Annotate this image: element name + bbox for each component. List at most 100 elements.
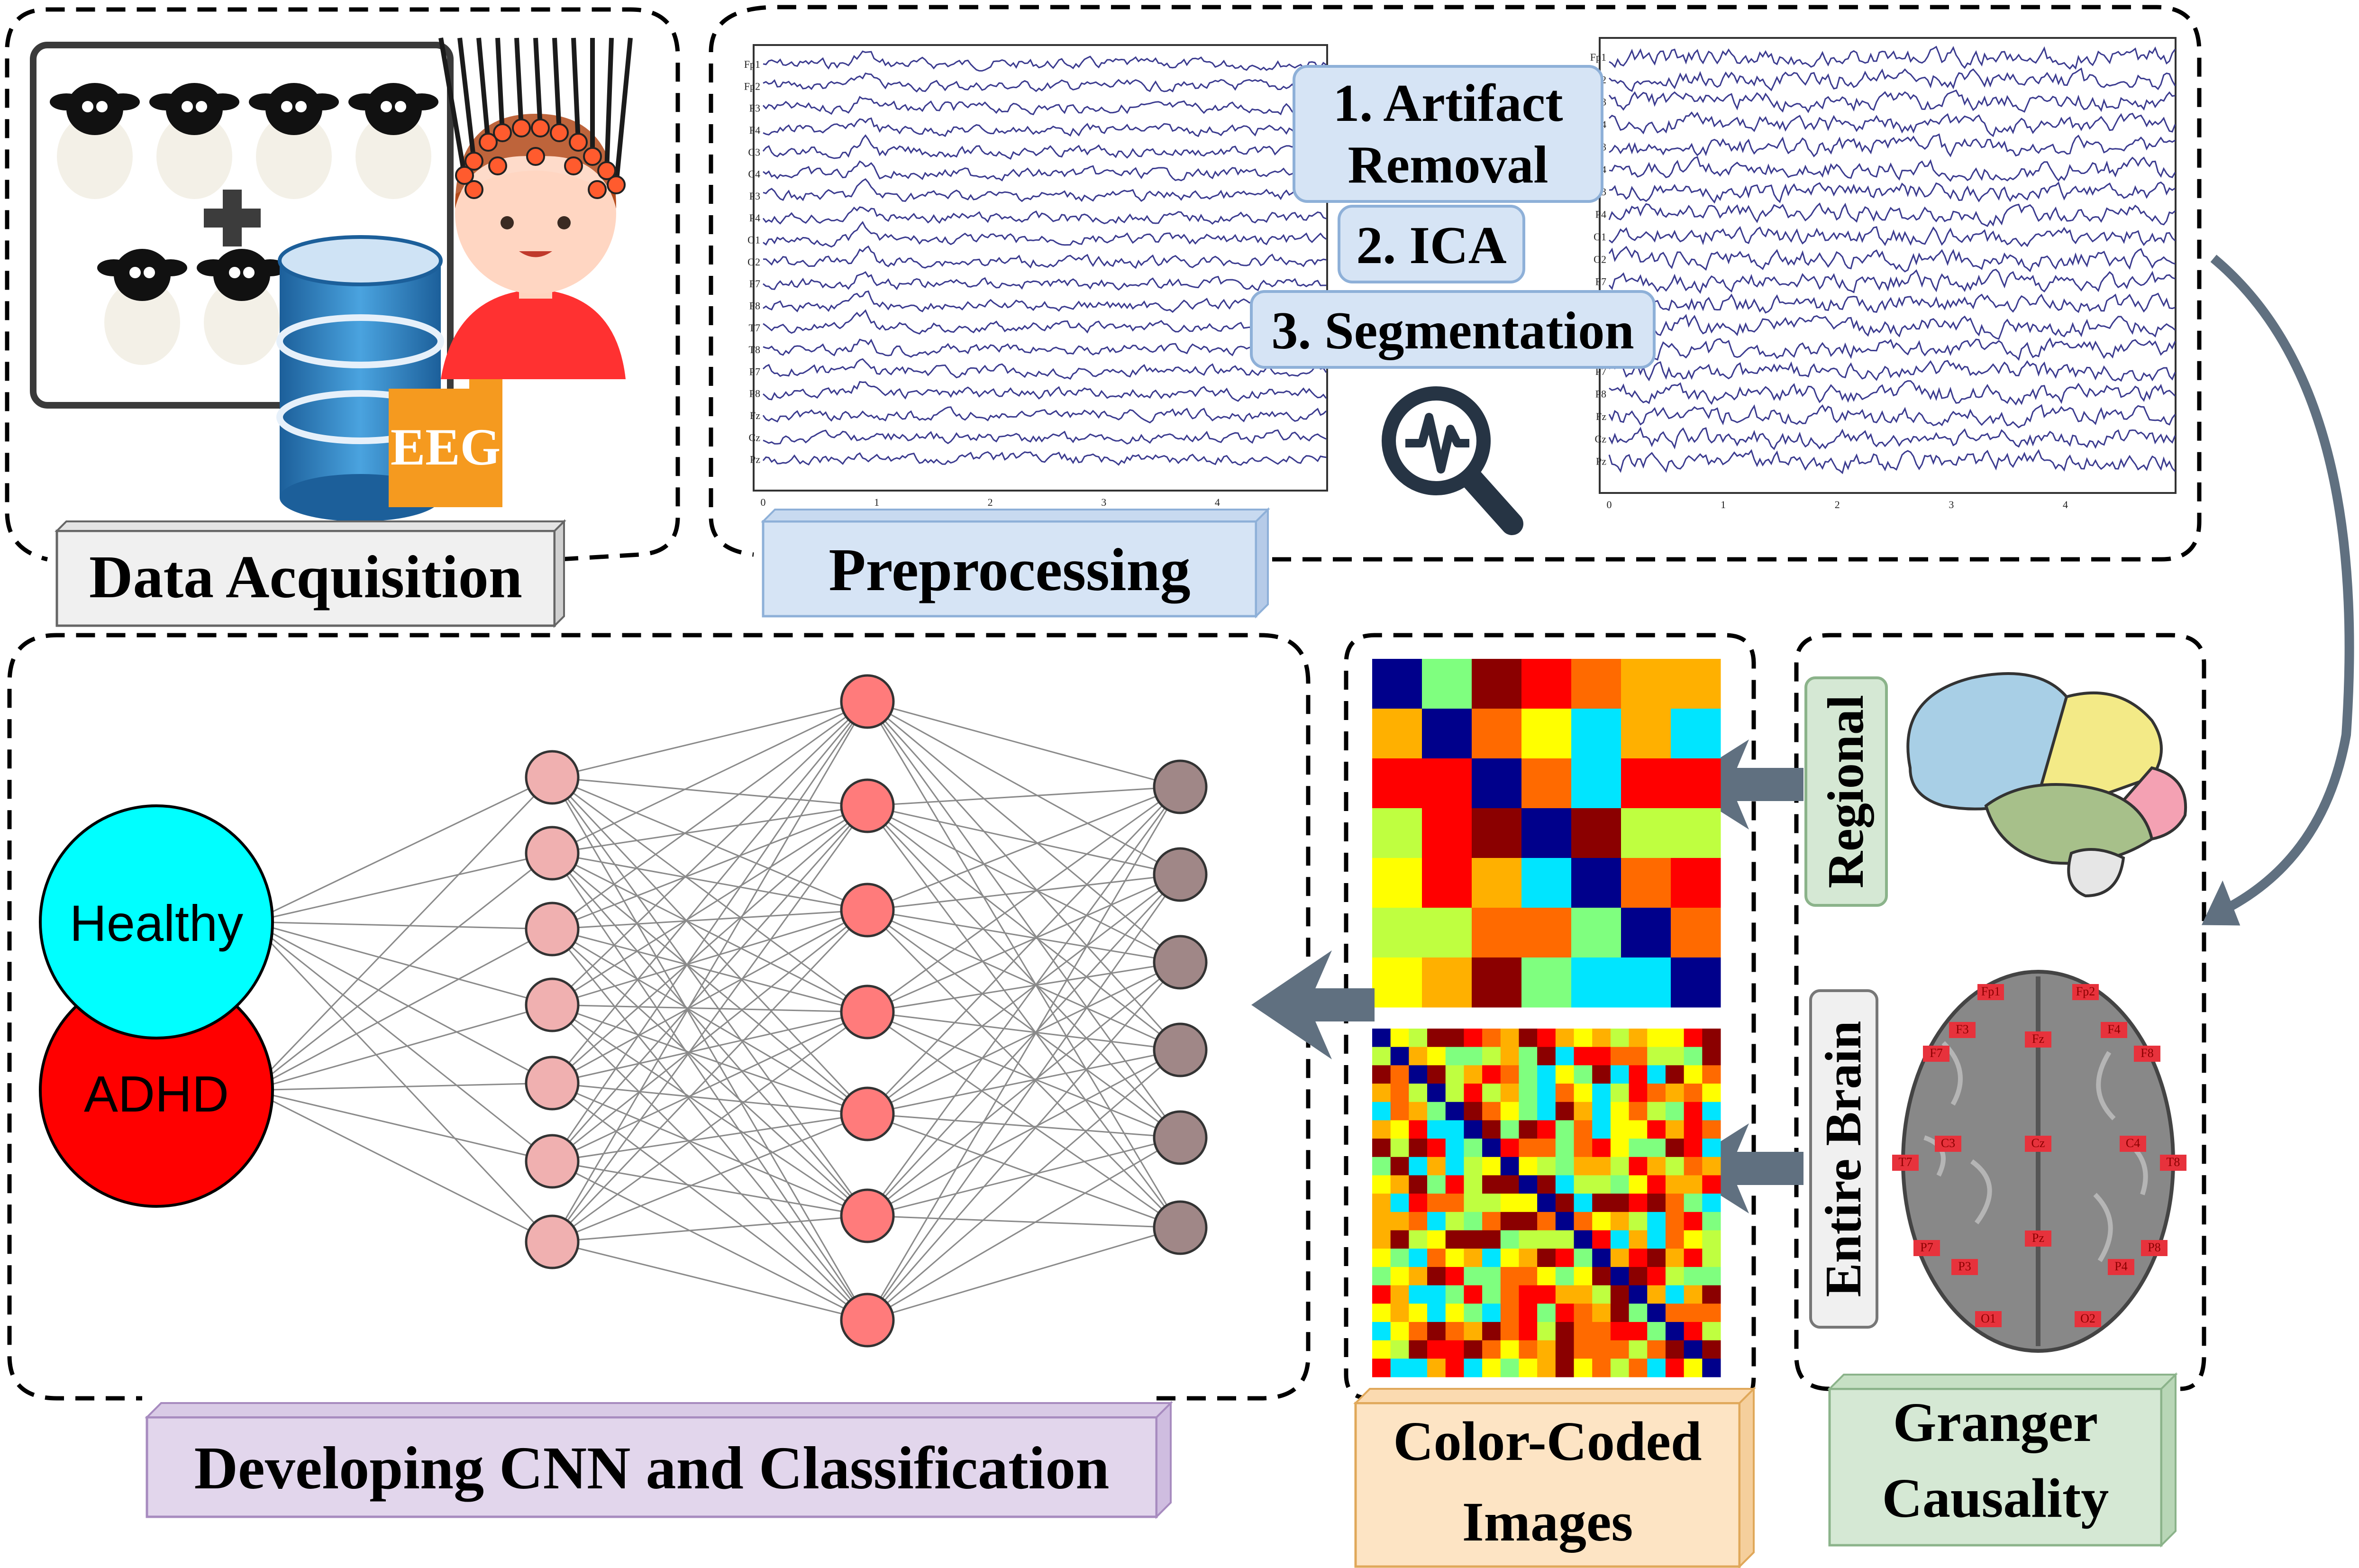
eeg-channel-label: T7 [749, 322, 760, 334]
eeg-clean-traces [1608, 46, 2176, 474]
matrix-cell [1390, 1175, 1409, 1194]
matrix-cell [1555, 1157, 1575, 1176]
healthy-label: Healthy [70, 894, 243, 952]
matrix-cell [1574, 1304, 1593, 1322]
network-edge [251, 1082, 553, 1091]
matrix-cell [1702, 1084, 1721, 1103]
matrix-cell [1464, 1120, 1483, 1139]
matrix-cell [1422, 957, 1472, 1008]
eeg-channel-label: Cz [749, 431, 761, 443]
network-edge [866, 962, 1181, 1321]
electrode-marker [1923, 1046, 1949, 1062]
eeg-trace [1609, 156, 2176, 182]
matrix-cell [1422, 858, 1472, 908]
matrix-cell [1464, 1175, 1483, 1194]
matrix-cell [1665, 1267, 1685, 1286]
eeg-channel-label: P4 [749, 212, 760, 224]
network-edge [551, 701, 868, 1084]
matrix-cell [1409, 1285, 1428, 1304]
eeg-trace [763, 160, 1327, 182]
matrix-cell [1574, 1065, 1593, 1084]
electrode-marker [1935, 1136, 1961, 1152]
eeg-x-tick: 3 [1101, 496, 1106, 508]
network-edge [867, 805, 1181, 875]
electrode-marker [2120, 1136, 2146, 1152]
matrix-cell [1702, 1212, 1721, 1231]
matrix-cell [1409, 1029, 1428, 1048]
network-edge [552, 1011, 868, 1243]
data-acquisition-panel: EEG [30, 37, 633, 628]
eeg-trace [1608, 449, 2176, 474]
network-edge [866, 909, 1181, 1229]
matrix-cell [1592, 1212, 1611, 1231]
matrix-cell [1574, 1029, 1593, 1048]
matrix-cell [1464, 1340, 1483, 1359]
matrix-cell [1629, 1175, 1648, 1194]
matrix-cell [1555, 1084, 1575, 1103]
matrix-cell [1482, 1322, 1501, 1341]
network-edge [867, 1137, 1181, 1217]
adhd-label: ADHD [84, 1065, 229, 1122]
matrix-cell [1390, 1267, 1409, 1286]
matrix-cell [1684, 1157, 1703, 1176]
electrode-marker [2108, 1259, 2134, 1275]
matrix-cell [1555, 1047, 1575, 1066]
matrix-cell [1390, 1065, 1409, 1084]
matrix-cell [1629, 1194, 1648, 1212]
matrix-cell [1519, 1139, 1538, 1158]
matrix-cell [1519, 1212, 1538, 1231]
matrix-cell [1574, 1340, 1593, 1359]
network-edge [867, 909, 1181, 963]
data-acquisition-label-text: Data Acquisition [89, 543, 522, 611]
matrix-cell [1464, 1102, 1483, 1121]
matrix-cell [1521, 808, 1572, 858]
matrix-cell [1472, 709, 1522, 759]
eeg-trace [1608, 89, 2176, 113]
matrix-cell [1537, 1102, 1556, 1121]
matrix-cell [1537, 1340, 1556, 1359]
matrix-cell [1571, 908, 1621, 958]
eeg-trace [1609, 46, 2176, 70]
network-edge [867, 874, 1181, 1115]
matrix-cell [1537, 1065, 1556, 1084]
signal-search-icon [1382, 386, 1523, 535]
matrix-cell [1702, 1047, 1721, 1066]
matrix-cell [1647, 1157, 1666, 1176]
eeg-x-tick: 1 [1721, 499, 1726, 511]
matrix-cell [1665, 1120, 1685, 1139]
matrix-cell [1665, 1212, 1685, 1231]
network-edge [552, 909, 868, 930]
matrix-cell [1647, 1084, 1666, 1103]
matrix-cell [1702, 1249, 1721, 1267]
matrix-cell [1610, 1157, 1630, 1176]
network-edge [552, 701, 868, 778]
matrix-cell [1482, 1084, 1501, 1103]
matrix-cell [1647, 1065, 1666, 1084]
electrode-label: C4 [2126, 1136, 2140, 1150]
matrix-cell [1647, 1120, 1666, 1139]
network-edge [251, 921, 553, 1006]
matrix-cell [1610, 1029, 1630, 1048]
network-edge [866, 805, 1181, 1228]
matrix-cell [1482, 1102, 1501, 1121]
network-edge [867, 786, 1181, 807]
matrix-cell [1464, 1358, 1483, 1377]
network-edge [867, 786, 1181, 1013]
matrix-cell [1445, 1230, 1464, 1249]
matrix-cell [1372, 1285, 1391, 1304]
matrix-cell [1372, 858, 1422, 908]
cap-electrodes [455, 119, 626, 199]
healthy-circle [39, 804, 274, 1039]
eeg-trace [762, 134, 1327, 160]
matrix-cell [1537, 1249, 1556, 1267]
matrix-cell [1372, 1230, 1391, 1249]
electrode-label: T8 [2167, 1155, 2180, 1169]
matrix-cell [1422, 908, 1472, 958]
network-edge [866, 805, 1181, 1139]
network-edge [866, 701, 1181, 1138]
matrix-cell [1671, 659, 1721, 709]
network-edge [867, 1227, 1181, 1321]
matrix-cell [1629, 1065, 1648, 1084]
matrix-cell [1445, 1175, 1464, 1194]
